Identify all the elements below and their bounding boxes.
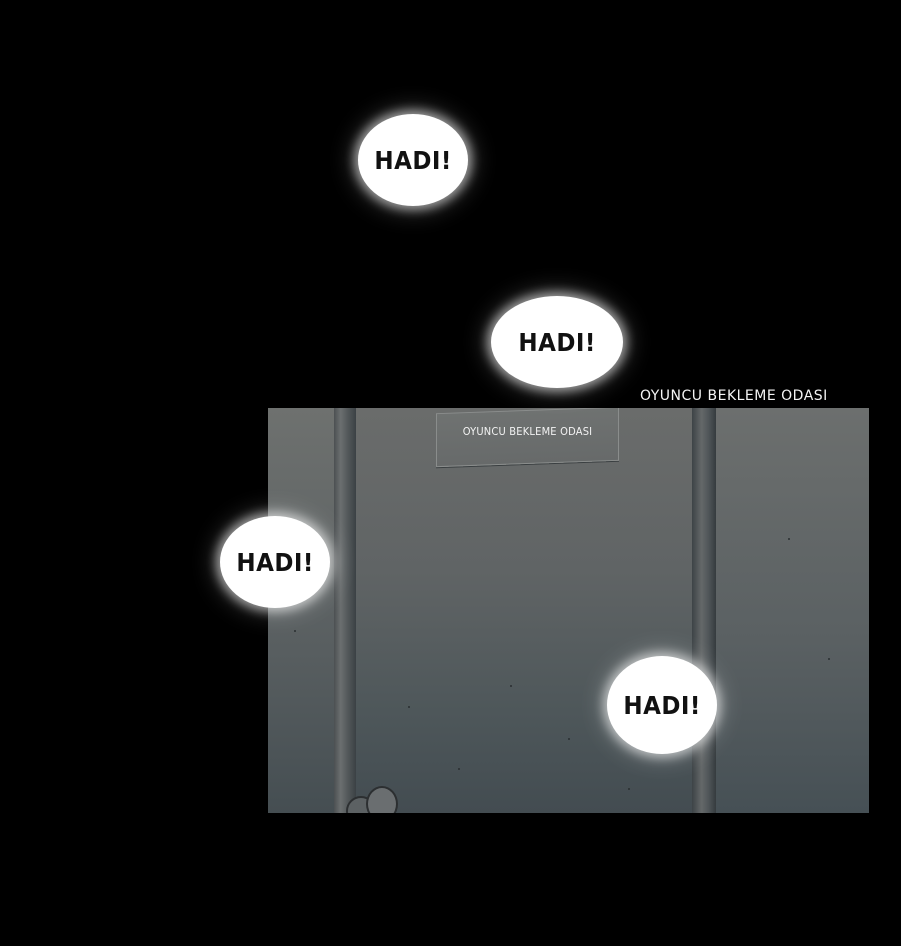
speech-bubble-text: HADI! <box>623 690 701 720</box>
door-sign-text: OYUNCU BEKLEME ODASI <box>462 425 593 438</box>
wall-speck <box>628 788 630 790</box>
door-knob <box>346 786 398 813</box>
speech-bubble: HADI! <box>607 656 717 754</box>
door-frame-left <box>334 408 356 813</box>
door-knob-front <box>366 786 398 813</box>
speech-bubble: HADI! <box>358 114 468 206</box>
wall-speck <box>458 768 460 770</box>
speech-bubble-text: HADI! <box>518 327 596 357</box>
wall-speck <box>510 685 512 687</box>
speech-bubble-text: HADI! <box>374 145 452 175</box>
wall-speck <box>828 658 830 660</box>
scene-panel: OYUNCU BEKLEME ODASI <box>268 408 869 813</box>
wall-speck <box>294 630 296 632</box>
location-caption: OYUNCU BEKLEME ODASI <box>640 388 828 404</box>
wall-speck <box>408 706 410 708</box>
door-sign: OYUNCU BEKLEME ODASI <box>436 408 619 468</box>
speech-bubble: HADI! <box>220 516 330 608</box>
speech-bubble: HADI! <box>491 296 623 388</box>
left-wall <box>268 408 334 813</box>
speech-bubble-text: HADI! <box>236 547 314 577</box>
wall-speck <box>568 738 570 740</box>
wall-speck <box>788 538 790 540</box>
door-frame-right <box>692 408 716 813</box>
door <box>356 408 692 813</box>
right-wall <box>716 408 869 813</box>
